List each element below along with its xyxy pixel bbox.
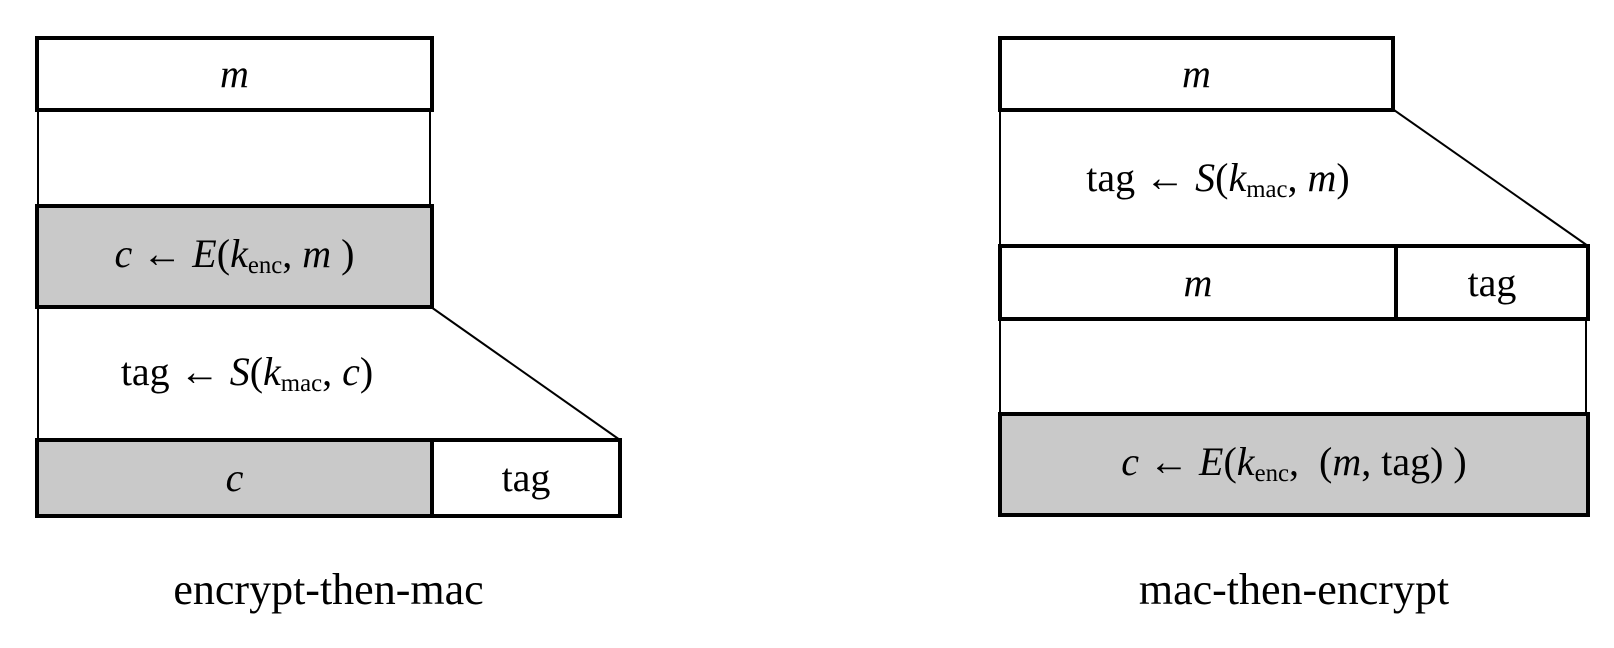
mte-middle-tag-label: tag (1467, 259, 1517, 305)
etm-caption: encrypt-then-mac (173, 565, 484, 614)
etm-encrypt-step-box: c ← E(kenc, m ) (35, 204, 434, 309)
etm-message-label: m (220, 51, 249, 96)
etm-diagonal-line (430, 306, 621, 441)
mte-encrypt-formula: c ← E(kenc, (m, tag) ) (1121, 439, 1467, 488)
mte-middle-tag-cell: tag (1398, 248, 1586, 317)
etm-output-tag-label: tag (501, 455, 551, 500)
mte-caption: mac-then-encrypt (1138, 565, 1450, 614)
etm-output-row: c tag (35, 438, 622, 518)
mte-encrypt-step-box: c ← E(kenc, (m, tag) ) (998, 412, 1590, 517)
mte-middle-row: m tag (998, 244, 1590, 321)
etm-output-cipher-label: c (225, 455, 244, 500)
mte-mac-formula: tag ← S(kmac, m) (1086, 154, 1350, 203)
etm-message-box: m (35, 36, 434, 112)
mte-middle-message-cell: m (1002, 248, 1398, 317)
mte-message-label: m (1182, 51, 1211, 96)
etm-mac-formula: tag ← S(kmac, c) (120, 348, 374, 397)
etm-output-cipher-cell: c (39, 442, 434, 514)
etm-encrypt-formula: c ← E(kenc, m ) (114, 231, 355, 280)
mte-message-box: m (998, 36, 1395, 112)
etm-mac-step-text: tag ← S(kmac, c) (35, 338, 459, 410)
mte-mac-step-text: tag ← S(kmac, m) (998, 144, 1438, 216)
mte-middle-message-label: m (1183, 259, 1213, 305)
etm-output-tag-cell: tag (434, 442, 618, 514)
